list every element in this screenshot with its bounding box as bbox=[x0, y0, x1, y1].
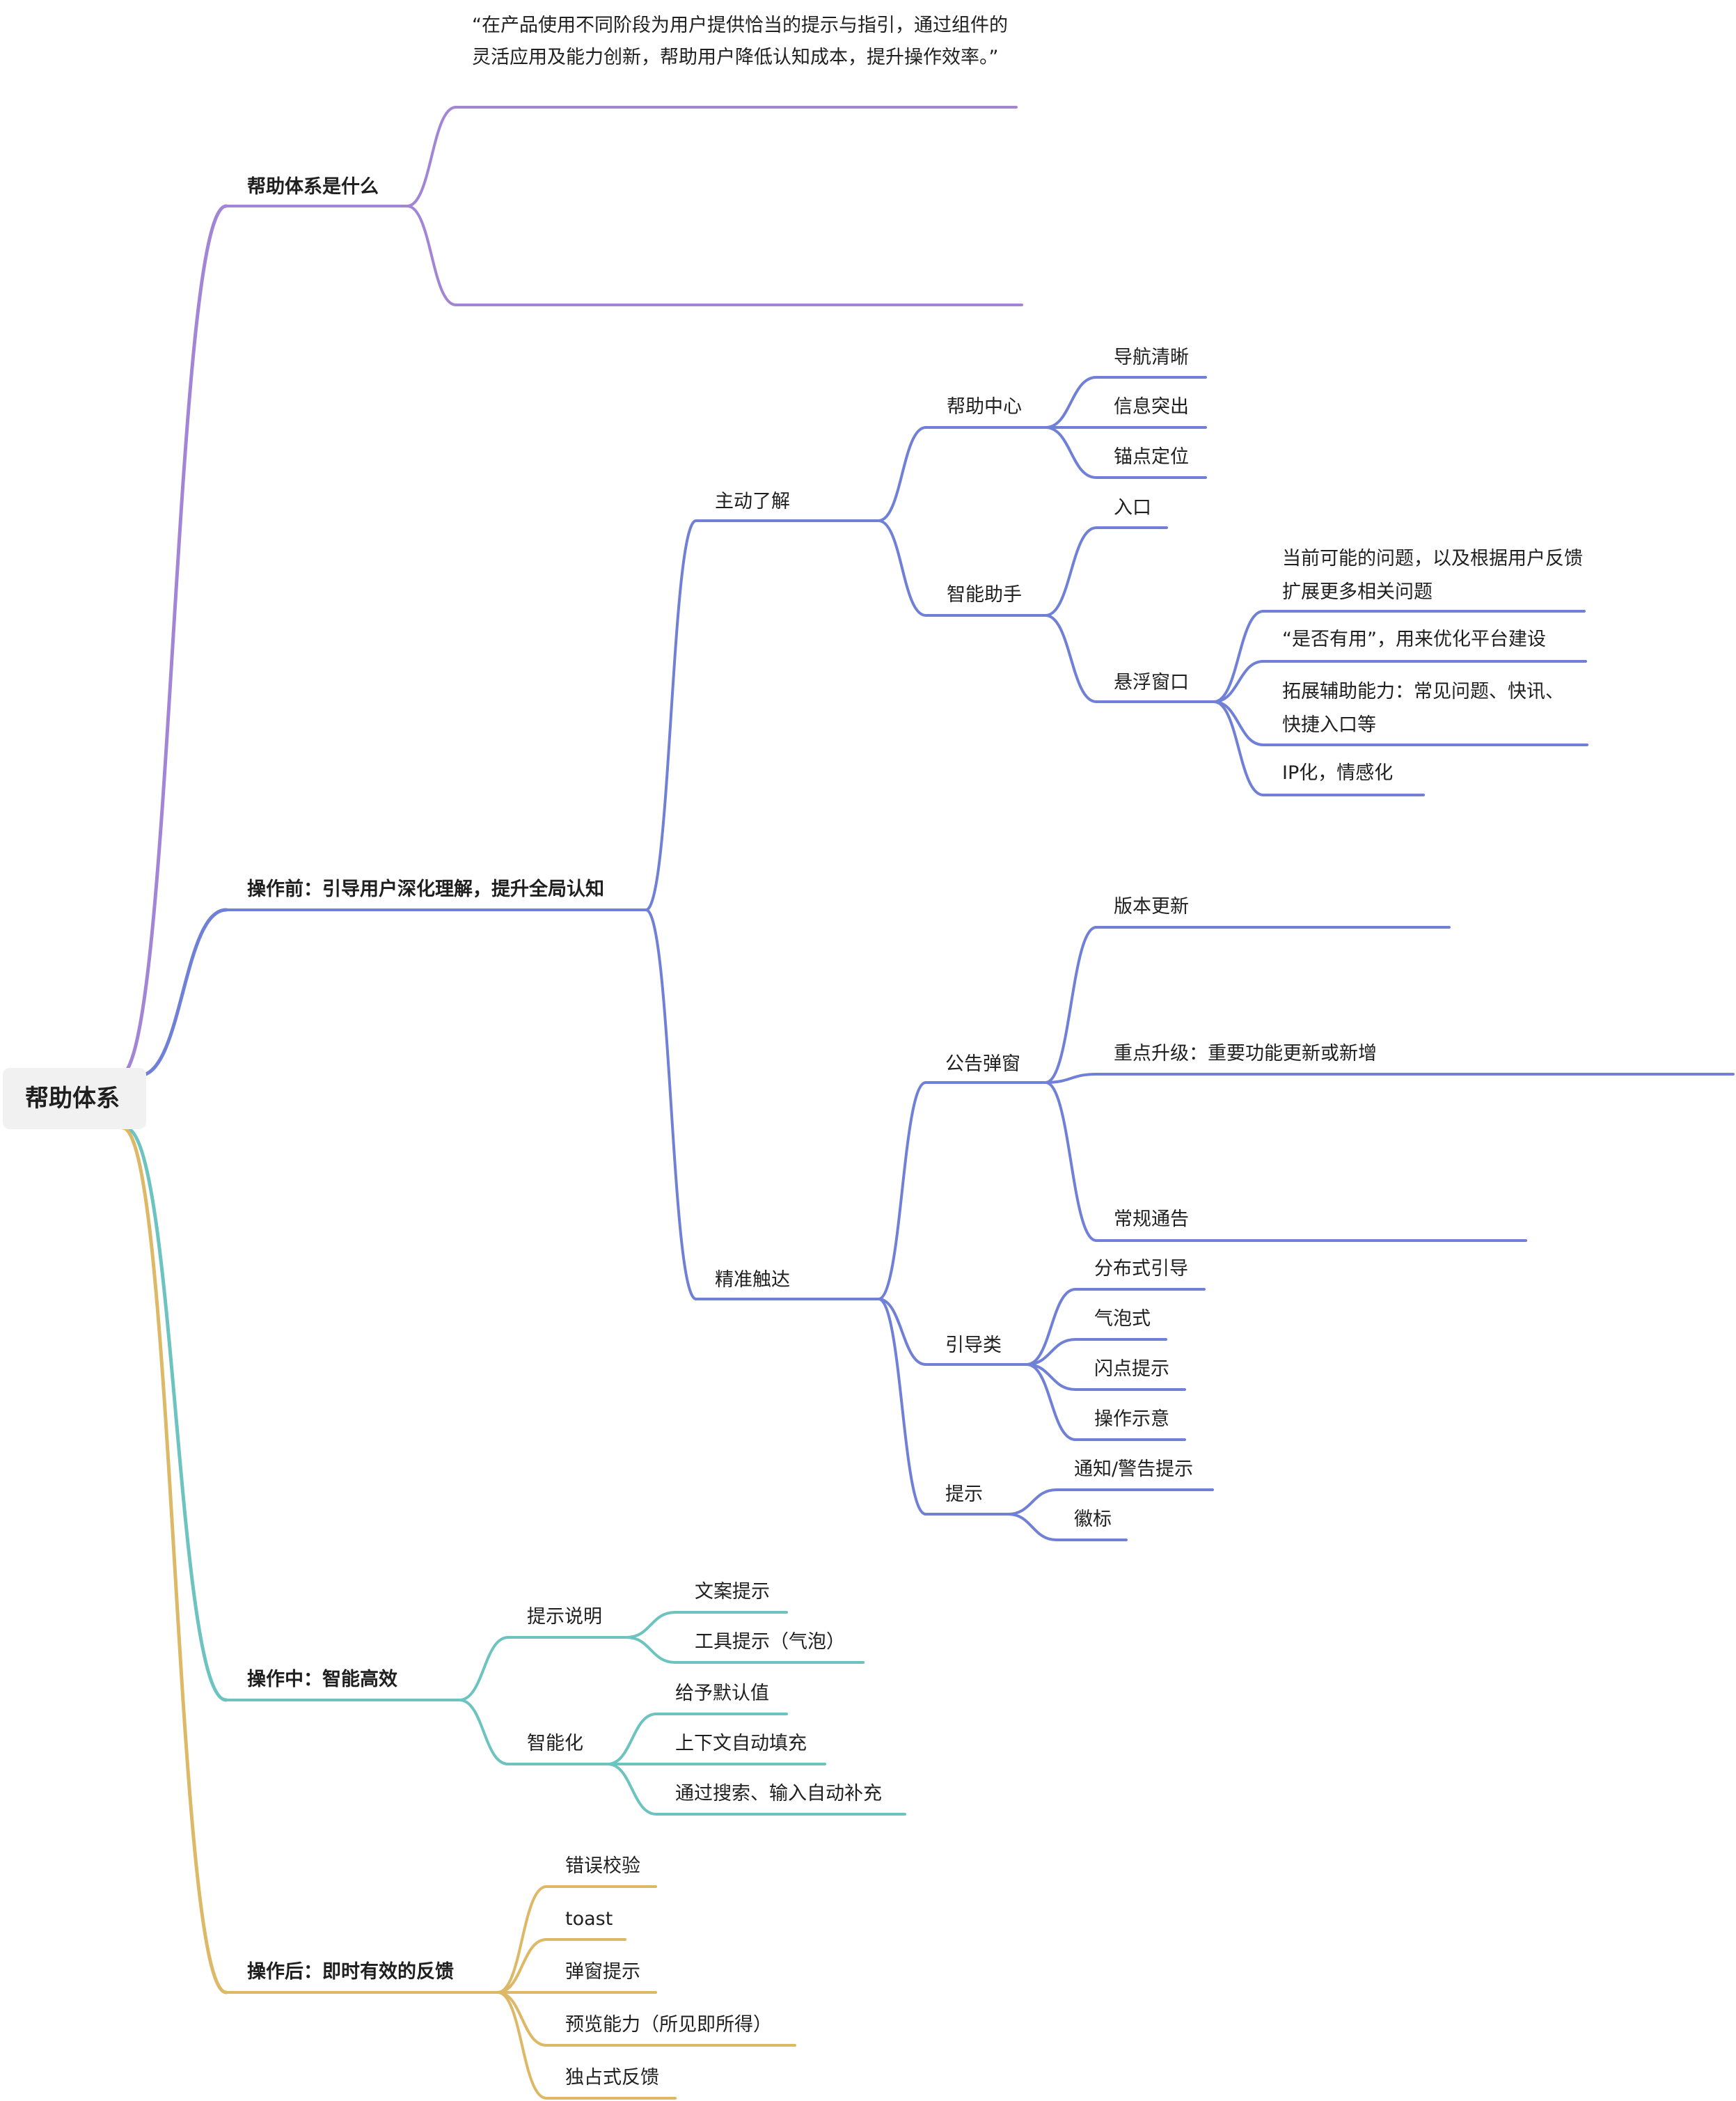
node-before-operation[interactable]: 操作前：引导用户深化理解，提升全局认知 bbox=[247, 879, 604, 900]
connector-curve bbox=[1007, 1488, 1058, 1516]
connector-curve bbox=[496, 1885, 548, 1994]
node-announcement-popup[interactable]: 公告弹窗 bbox=[945, 1053, 1020, 1075]
connector-curve bbox=[645, 908, 697, 1300]
connector-curve bbox=[458, 1699, 510, 1765]
connector-curve bbox=[645, 519, 697, 911]
connector-curve bbox=[606, 1713, 658, 1765]
connector-curve bbox=[1213, 700, 1265, 796]
node-active-learning[interactable]: 主动了解 bbox=[715, 491, 790, 512]
node-smart-assistant[interactable]: 智能助手 bbox=[947, 584, 1022, 606]
connector-curve bbox=[1213, 660, 1265, 703]
connector-curve bbox=[1044, 614, 1098, 703]
node-key-upgrade[interactable]: 重点升级：重要功能更新或新增 bbox=[1114, 1043, 1377, 1064]
node-intelligence[interactable]: 智能化 bbox=[527, 1733, 583, 1754]
connector-curve bbox=[1044, 1073, 1098, 1084]
connector-curve bbox=[877, 519, 927, 617]
connector-curve bbox=[496, 1991, 548, 2100]
connector-curve bbox=[458, 1636, 510, 1701]
node-toast[interactable]: toast bbox=[565, 1908, 613, 1930]
connector-root-during bbox=[123, 1126, 228, 1702]
node-operation-demo[interactable]: 操作示意 bbox=[1094, 1408, 1169, 1430]
connector-curve bbox=[1025, 1363, 1077, 1441]
connector-root-after bbox=[120, 1126, 228, 1994]
node-tips[interactable]: 提示 bbox=[945, 1484, 983, 1505]
node-default-value[interactable]: 给予默认值 bbox=[675, 1683, 769, 1704]
node-regular-notice[interactable]: 常规通告 bbox=[1114, 1209, 1189, 1230]
connector-curve bbox=[1213, 700, 1265, 746]
connector-curve bbox=[496, 1991, 548, 2047]
connector-curve bbox=[1025, 1288, 1077, 1366]
connector-curve bbox=[1044, 526, 1098, 617]
node-badge[interactable]: 徽标 bbox=[1074, 1509, 1112, 1530]
connector-root-what bbox=[118, 204, 228, 1078]
node-after-operation[interactable]: 操作后：即时有效的反馈 bbox=[247, 1961, 454, 1983]
connector-curve bbox=[877, 1298, 927, 1366]
node-extend-abilities[interactable]: 拓展辅助能力：常见问题、快讯、快捷入口等 bbox=[1282, 681, 1564, 736]
node-floating-window[interactable]: 悬浮窗口 bbox=[1114, 672, 1189, 693]
node-distributed-guide[interactable]: 分布式引导 bbox=[1094, 1258, 1188, 1280]
node-ip-emotional[interactable]: IP化，情感化 bbox=[1282, 762, 1394, 784]
connector-curve bbox=[1025, 1338, 1077, 1366]
node-clear-navigation[interactable]: 导航清晰 bbox=[1114, 347, 1189, 368]
node-context-autofill[interactable]: 上下文自动填充 bbox=[675, 1733, 807, 1754]
node-bubble[interactable]: 气泡式 bbox=[1094, 1308, 1151, 1330]
node-highlight-info[interactable]: 信息突出 bbox=[1114, 396, 1189, 418]
node-help-center[interactable]: 帮助中心 bbox=[947, 396, 1022, 418]
node-what-is-help[interactable]: 帮助体系是什么 bbox=[247, 176, 379, 198]
node-anchor-locate[interactable]: 锚点定位 bbox=[1114, 446, 1189, 468]
node-exclusive-feedback[interactable]: 独占式反馈 bbox=[565, 2067, 659, 2088]
node-error-validation[interactable]: 错误校验 bbox=[565, 1855, 640, 1877]
connector-curve bbox=[406, 106, 457, 207]
connector-curve bbox=[877, 426, 927, 522]
node-copy-hint[interactable]: 文案提示 bbox=[695, 1581, 770, 1603]
root-label: 帮助体系 bbox=[25, 1085, 120, 1112]
node-precise-reach[interactable]: 精准触达 bbox=[715, 1269, 790, 1291]
connector-root-before bbox=[137, 908, 228, 1078]
connector-curve bbox=[406, 205, 457, 306]
node-entrance[interactable]: 入口 bbox=[1114, 497, 1151, 519]
connector-curve bbox=[1213, 610, 1265, 703]
node-possible-questions[interactable]: 当前可能的问题，以及根据用户反馈扩展更多相关问题 bbox=[1282, 548, 1583, 603]
connector-curve bbox=[625, 1636, 677, 1664]
connector-curve bbox=[877, 1298, 927, 1516]
connector-curve bbox=[1007, 1513, 1058, 1541]
node-preview-ability[interactable]: 预览能力（所见即所得） bbox=[565, 2014, 772, 2036]
node-tooltip-bubble[interactable]: 工具提示（气泡） bbox=[695, 1631, 845, 1653]
connector-curve bbox=[625, 1611, 677, 1639]
connector-curve bbox=[1044, 1081, 1098, 1242]
connector-curve bbox=[606, 1763, 658, 1816]
node-guide-type[interactable]: 引导类 bbox=[945, 1335, 1002, 1356]
node-flash-hint[interactable]: 闪点提示 bbox=[1094, 1358, 1169, 1380]
connector-curve bbox=[1044, 926, 1098, 1084]
node-is-useful[interactable]: “是否有用”，用来优化平台建设 bbox=[1282, 629, 1546, 650]
root-node[interactable] bbox=[3, 1068, 146, 1129]
node-popup-hint[interactable]: 弹窗提示 bbox=[565, 1961, 640, 1983]
node-version-update[interactable]: 版本更新 bbox=[1114, 896, 1189, 918]
node-notification-warning[interactable]: 通知/警告提示 bbox=[1074, 1458, 1194, 1480]
node-definition-quote[interactable]: “在产品使用不同阶段为用户提供恰当的提示与指引，通过组件的灵活应用及能力创新，帮… bbox=[472, 15, 1008, 68]
connector-curve bbox=[1044, 376, 1098, 429]
connector-curve bbox=[1044, 426, 1098, 479]
node-search-autocomplete[interactable]: 通过搜索、输入自动补充 bbox=[675, 1783, 882, 1804]
connector-curve bbox=[496, 1938, 548, 1994]
connector-curve bbox=[877, 1081, 927, 1300]
node-during-operation[interactable]: 操作中：智能高效 bbox=[247, 1669, 397, 1690]
node-hint-explanation[interactable]: 提示说明 bbox=[527, 1606, 602, 1628]
